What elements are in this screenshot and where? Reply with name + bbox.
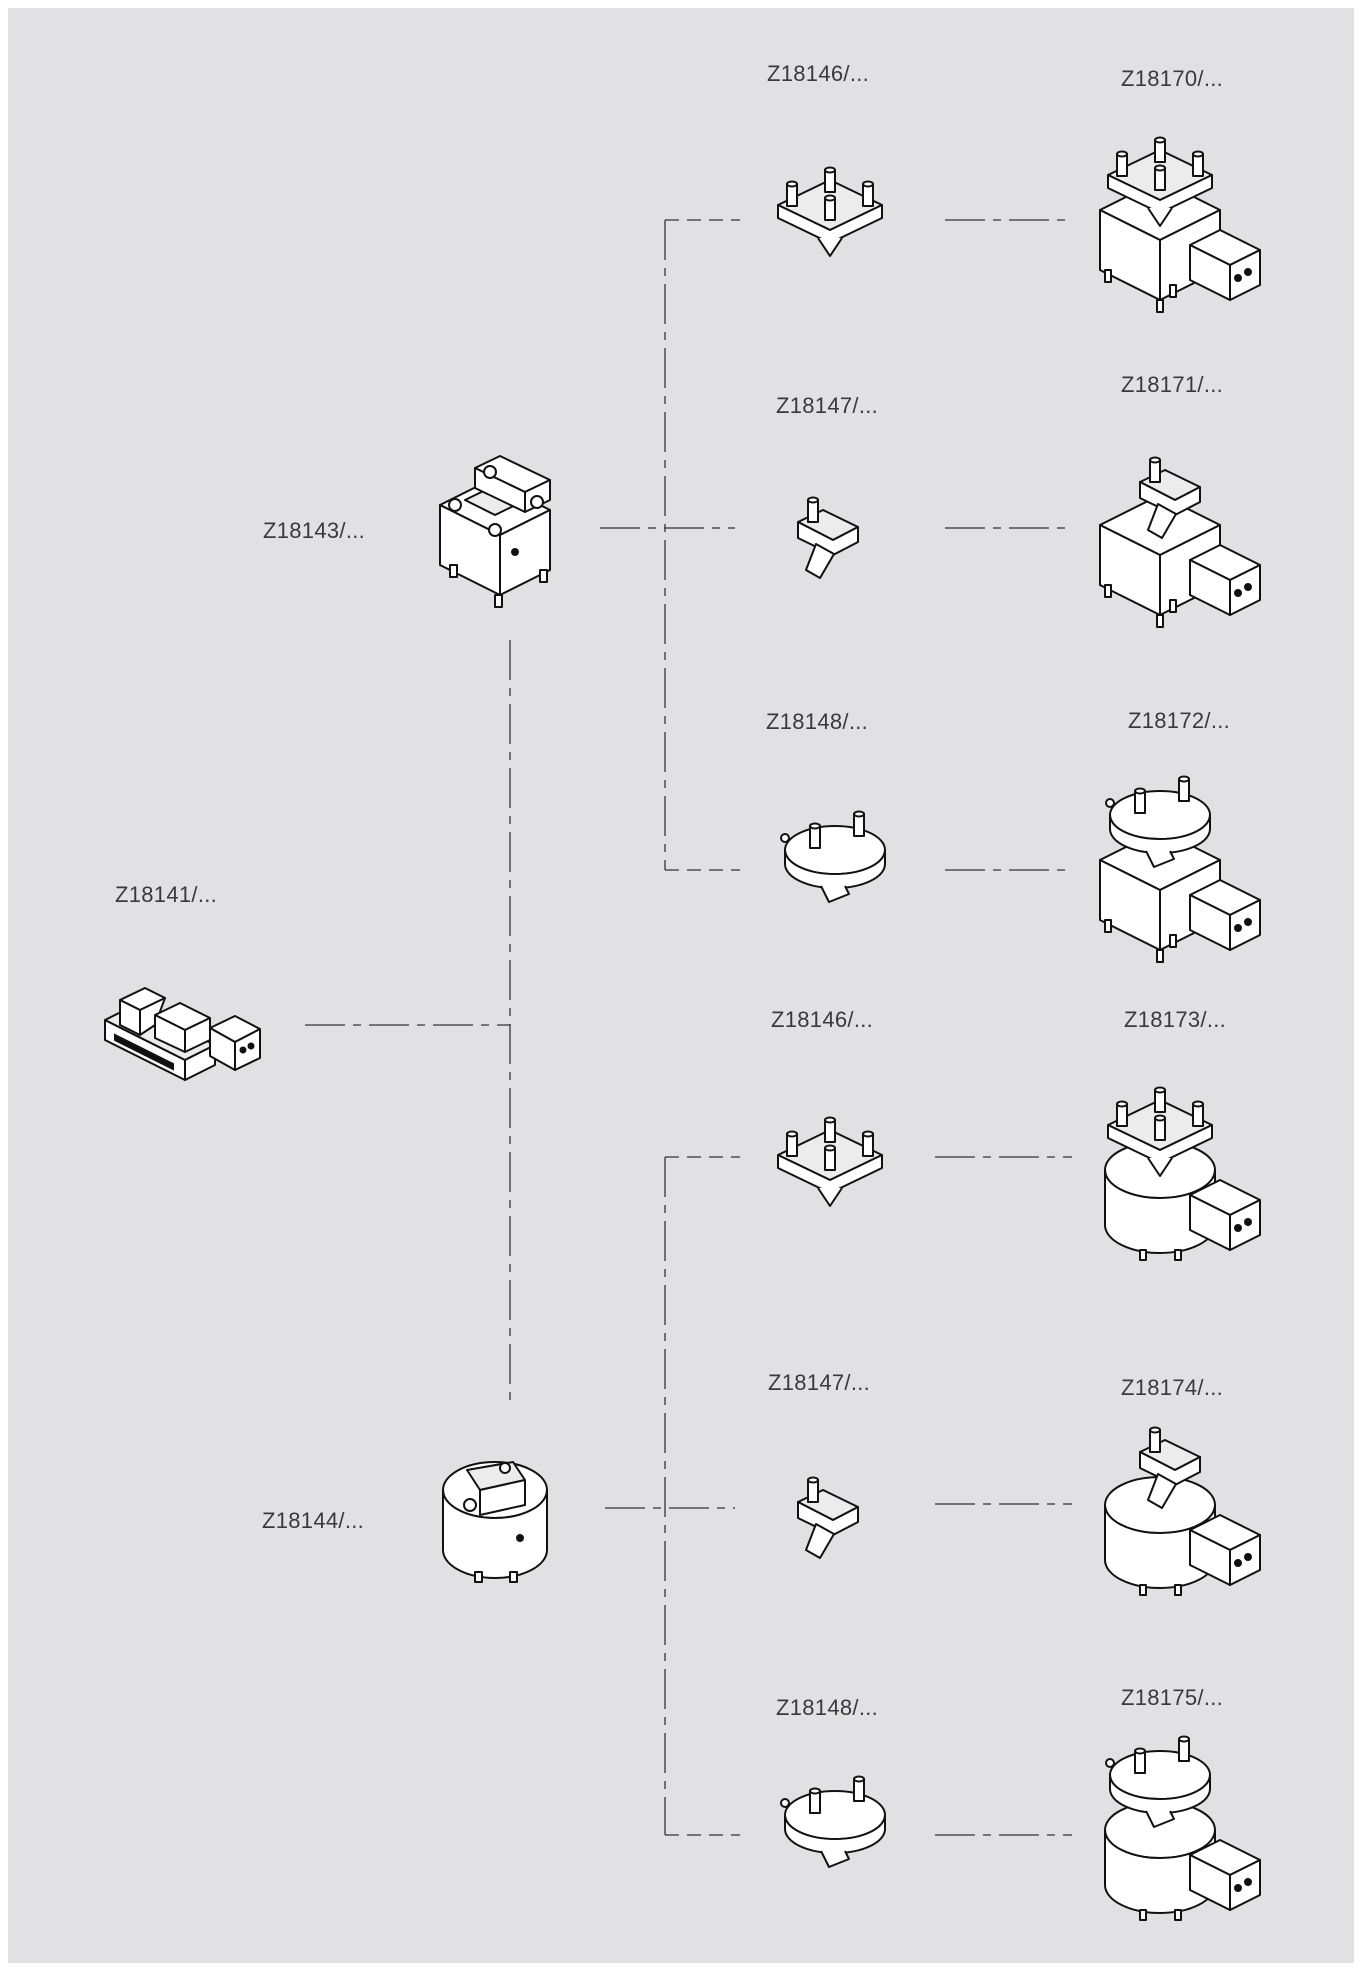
label-z18170: Z18170/... <box>1121 66 1224 91</box>
label-z18148-lower: Z18148/... <box>776 1695 879 1720</box>
label-z18174: Z18174/... <box>1121 1375 1224 1400</box>
part-z18146-lower <box>778 1118 882 1207</box>
part-z18143 <box>439 455 551 608</box>
connector-lines <box>305 219 1072 1836</box>
part-z18172 <box>1099 777 1261 963</box>
label-z18171: Z18171/... <box>1121 372 1224 397</box>
label-z18175: Z18175/... <box>1121 1685 1224 1710</box>
part-z18148-lower <box>781 1777 885 1868</box>
part-z18148-upper <box>781 812 885 903</box>
diagram-panel <box>8 8 1354 1963</box>
label-z18146-lower: Z18146/... <box>771 1007 874 1032</box>
part-z18147-upper <box>798 498 858 579</box>
label-z18143: Z18143/... <box>263 518 366 543</box>
part-z18174 <box>1104 1428 1261 1596</box>
label-z18173: Z18173/... <box>1124 1007 1227 1032</box>
part-z18146-upper <box>778 168 882 257</box>
part-z18173 <box>1104 1088 1261 1261</box>
part-z18144 <box>442 1461 548 1583</box>
label-z18148-upper: Z18148/... <box>766 709 869 734</box>
label-z18146-upper: Z18146/... <box>767 61 870 86</box>
label-z18144: Z18144/... <box>262 1508 365 1533</box>
part-z18141 <box>104 987 261 1081</box>
part-z18147-lower <box>798 1478 858 1559</box>
label-z18172: Z18172/... <box>1128 708 1231 733</box>
part-z18170 <box>1099 138 1261 313</box>
part-z18171 <box>1099 458 1261 628</box>
label-z18141: Z18141/... <box>115 882 218 907</box>
label-z18147-upper: Z18147/... <box>776 393 879 418</box>
label-z18147-lower: Z18147/... <box>768 1370 871 1395</box>
part-z18175 <box>1104 1737 1261 1921</box>
